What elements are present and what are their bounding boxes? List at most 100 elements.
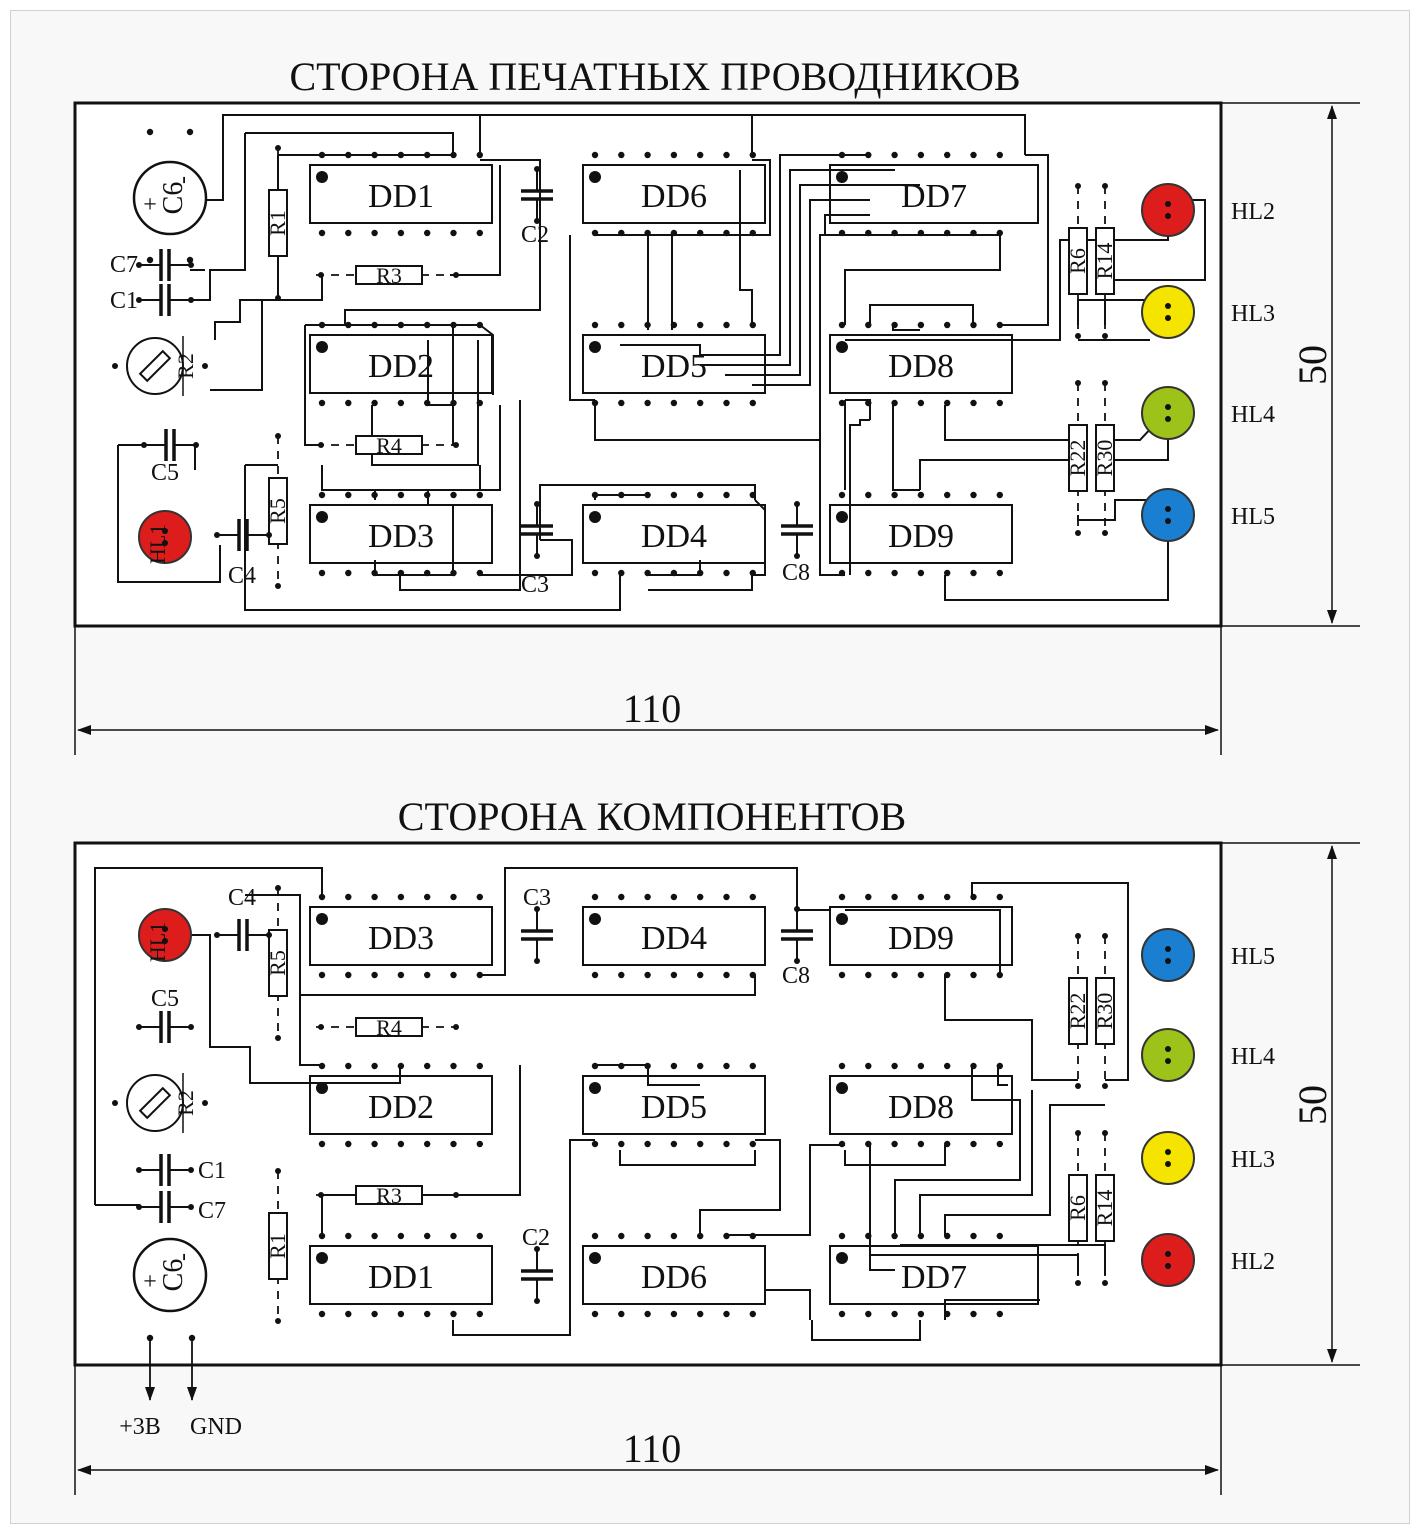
top-chip-dd3: DD3 — [309, 491, 493, 577]
bottom-cap-c3: C3 — [521, 885, 553, 964]
bottom-chip-dd9-label: DD9 — [888, 920, 954, 957]
bottom-resistor-r3: R3 — [316, 1183, 459, 1208]
top-resistor-r3: R3 — [316, 263, 459, 288]
bottom-chip-dd5-label: DD5 — [641, 1089, 707, 1126]
top-led-hl5-label: HL5 — [1231, 504, 1275, 530]
top-board-outline — [73, 101, 1223, 628]
bottom-resistor-r5: R5 — [265, 885, 290, 1041]
top-cap-c8-label: C8 — [782, 560, 810, 586]
top-chip-dd2: DD2 — [309, 321, 493, 407]
top-cap-c2-label: C2 — [521, 222, 549, 248]
top-led-hl3-label: HL3 — [1231, 301, 1275, 327]
top-cap-c7-label: C7 — [110, 252, 138, 278]
top-resistor-r14: R14 — [1092, 183, 1117, 339]
top-resistor-r22: R22 — [1065, 380, 1090, 536]
bottom-resistor-r3-label: R3 — [376, 1183, 402, 1208]
top-cap-c8: C8 — [781, 501, 813, 586]
bottom-resistor-r4: R4 — [316, 1015, 459, 1040]
top-led-hl2 — [1141, 183, 1195, 237]
top-height-dimension — [1221, 102, 1360, 627]
bottom-cap-c3-label: C3 — [523, 885, 551, 911]
top-chip-dd5-label: DD5 — [641, 348, 707, 385]
top-resistor-r22-label: R22 — [1065, 440, 1090, 477]
top-cap-c7: C7 — [110, 249, 194, 281]
top-trimmer-r2: R2 — [112, 336, 208, 396]
bottom-board-outline — [73, 841, 1223, 1367]
bottom-cap-c7: C7 — [136, 1191, 226, 1224]
top-resistor-r4: R4 — [316, 433, 459, 458]
top-chip-dd7-label: DD7 — [901, 178, 967, 215]
bottom-width-label: 110 — [623, 1426, 682, 1471]
bottom-chip-dd2: DD2 — [309, 1062, 493, 1148]
bottom-chip-dd4: DD4 — [582, 893, 766, 979]
top-resistor-r1: R1 — [265, 145, 290, 301]
top-cap-c4: C4 — [214, 519, 272, 589]
top-chip-dd9-label: DD9 — [888, 518, 954, 555]
top-cap-c6: C6+ - — [132, 160, 208, 236]
top-cap-c6-plus: + — [143, 192, 157, 218]
top-chip-dd2-label: DD2 — [368, 348, 434, 385]
bottom-cap-c4-label: C4 — [228, 885, 256, 911]
bottom-resistor-r4-label: R4 — [376, 1015, 402, 1040]
bottom-chip-dd7: DD7 — [829, 1232, 1039, 1318]
bottom-cap-c8: C8 — [781, 906, 813, 989]
top-resistor-r6-label: R6 — [1065, 248, 1090, 274]
top-chip-dd8-label: DD8 — [888, 348, 954, 385]
top-chip-dd4-label: DD4 — [641, 518, 707, 555]
bottom-chip-dd8-label: DD8 — [888, 1089, 954, 1126]
top-led-hl3 — [1141, 285, 1195, 339]
bottom-cap-c1: C1 — [136, 1154, 226, 1186]
top-cap-c6-label: C6 — [158, 182, 189, 215]
top-cap-c2: C2 — [521, 166, 553, 248]
top-chip-dd1-label: DD1 — [368, 178, 434, 215]
bottom-led-hl3-label: HL3 — [1231, 1147, 1275, 1173]
top-chip-dd6: DD6 — [582, 151, 766, 237]
top-cap-c1: C1 — [110, 284, 194, 316]
top-cap-c1-label: C1 — [110, 288, 138, 314]
top-cap-c3: C3 — [521, 501, 553, 598]
bottom-height-label: 50 — [1290, 1085, 1335, 1125]
bottom-chip-dd3-label: DD3 — [368, 920, 434, 957]
top-led-hl5 — [1141, 488, 1195, 542]
top-cap-c5: C5 — [141, 429, 199, 486]
bottom-chip-dd5: DD5 — [582, 1062, 766, 1148]
top-led-hl2-label: HL2 — [1231, 199, 1275, 225]
bottom-led-hl2-label: HL2 — [1231, 1249, 1275, 1275]
bottom-chip-dd2-label: DD2 — [368, 1089, 434, 1126]
bottom-chip-dd1: DD1 — [309, 1232, 493, 1318]
top-resistor-r5: R5 — [265, 433, 290, 589]
bottom-resistor-r30-label: R30 — [1092, 993, 1117, 1030]
top-width-label: 110 — [623, 686, 682, 731]
bottom-cap-c4: C4 — [214, 885, 272, 951]
top-led-hl1-inner-label: HL1 — [145, 524, 170, 564]
top-chip-dd6-label: DD6 — [641, 178, 707, 215]
bottom-led-hl1-inner-label: HL1 — [145, 922, 170, 962]
bottom-cap-c7-label: C7 — [198, 1198, 226, 1224]
top-height-label: 50 — [1290, 345, 1335, 385]
bottom-resistor-r14: R14 — [1092, 1130, 1117, 1286]
top-resistor-r3-label: R3 — [376, 263, 402, 288]
bottom-chip-dd7-label: DD7 — [901, 1259, 967, 1296]
top-chip-dd9: DD9 — [829, 491, 1013, 577]
power-plus-label: +3В — [119, 1414, 161, 1440]
bottom-resistor-r6: R6 — [1065, 1130, 1090, 1286]
bottom-resistor-r1: R1 — [265, 1168, 290, 1324]
top-cap-c3-label: C3 — [521, 572, 549, 598]
top-cap-c6-minus: - — [170, 176, 196, 184]
bottom-cap-c6-plus: + — [143, 1269, 157, 1295]
top-resistor-r4-label: R4 — [376, 433, 402, 458]
top-resistor-r30-label: R30 — [1092, 440, 1117, 477]
power-gnd-label: GND — [190, 1414, 242, 1440]
bottom-resistor-r14-label: R14 — [1092, 1190, 1117, 1227]
bottom-chip-dd8: DD8 — [829, 1062, 1013, 1148]
bottom-led-hl4-label: HL4 — [1231, 1044, 1275, 1070]
top-chip-dd3-label: DD3 — [368, 518, 434, 555]
bottom-cap-c1-label: C1 — [198, 1158, 226, 1184]
bottom-title: СТОРОНА КОМПОНЕНТОВ — [398, 794, 906, 839]
bottom-chip-dd6: DD6 — [582, 1232, 766, 1318]
top-resistor-r5-label: R5 — [265, 498, 290, 524]
bottom-height-dimension — [1221, 842, 1360, 1366]
bottom-resistor-r22-label: R22 — [1065, 993, 1090, 1030]
bottom-chip-dd6-label: DD6 — [641, 1259, 707, 1296]
